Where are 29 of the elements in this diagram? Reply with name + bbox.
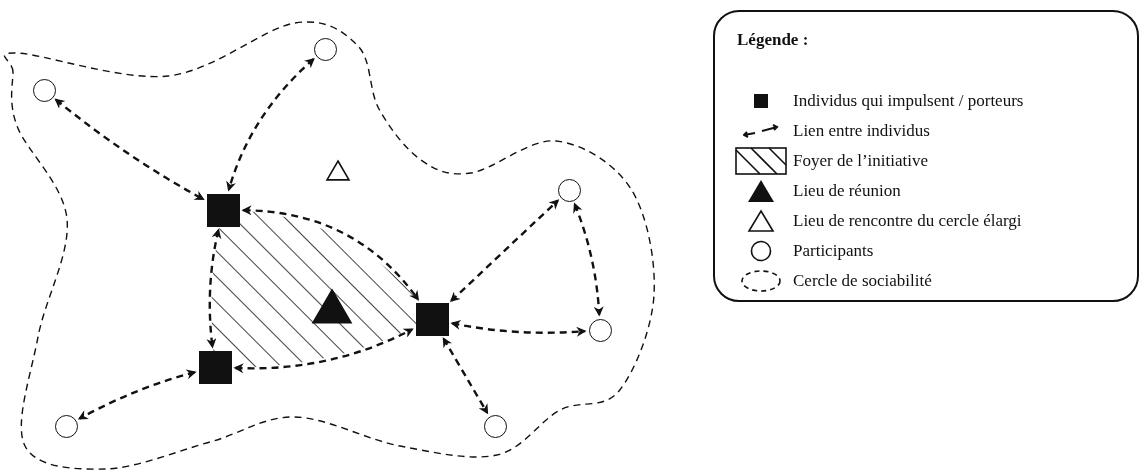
double-arrow bbox=[77, 369, 197, 420]
double-arrow bbox=[206, 228, 222, 349]
double-arrow bbox=[241, 205, 420, 301]
legend-label: Lieu de réunion bbox=[793, 181, 901, 201]
filled-triangle bbox=[312, 288, 352, 324]
outline-triangle bbox=[326, 159, 350, 181]
square-node bbox=[415, 302, 449, 336]
circle-node bbox=[588, 318, 612, 342]
legend-label: Individus qui impulsent / porteurs bbox=[793, 91, 1024, 111]
circle-node bbox=[483, 414, 507, 438]
square-node bbox=[198, 350, 232, 384]
circle-node bbox=[32, 78, 56, 102]
legend-label: Lien entre individus bbox=[793, 121, 930, 141]
legend-label: Cercle de sociabilité bbox=[793, 271, 932, 291]
legend-label: Lieu de rencontre du cercle élargi bbox=[793, 211, 1022, 231]
double-arrow bbox=[226, 57, 315, 192]
circle-node bbox=[313, 37, 337, 61]
circle-node bbox=[54, 414, 78, 438]
double-arrow bbox=[449, 199, 560, 303]
double-arrow bbox=[54, 98, 205, 201]
double-arrow bbox=[233, 328, 414, 374]
double-arrow bbox=[573, 202, 604, 317]
legend-title: Légende : bbox=[737, 30, 809, 50]
square-node bbox=[206, 193, 240, 227]
circle-node bbox=[557, 178, 581, 202]
legend-label: Foyer de l’initiative bbox=[793, 151, 929, 171]
double-arrow bbox=[442, 337, 489, 415]
legend-label: Participants bbox=[793, 241, 874, 261]
double-arrow bbox=[450, 319, 587, 337]
